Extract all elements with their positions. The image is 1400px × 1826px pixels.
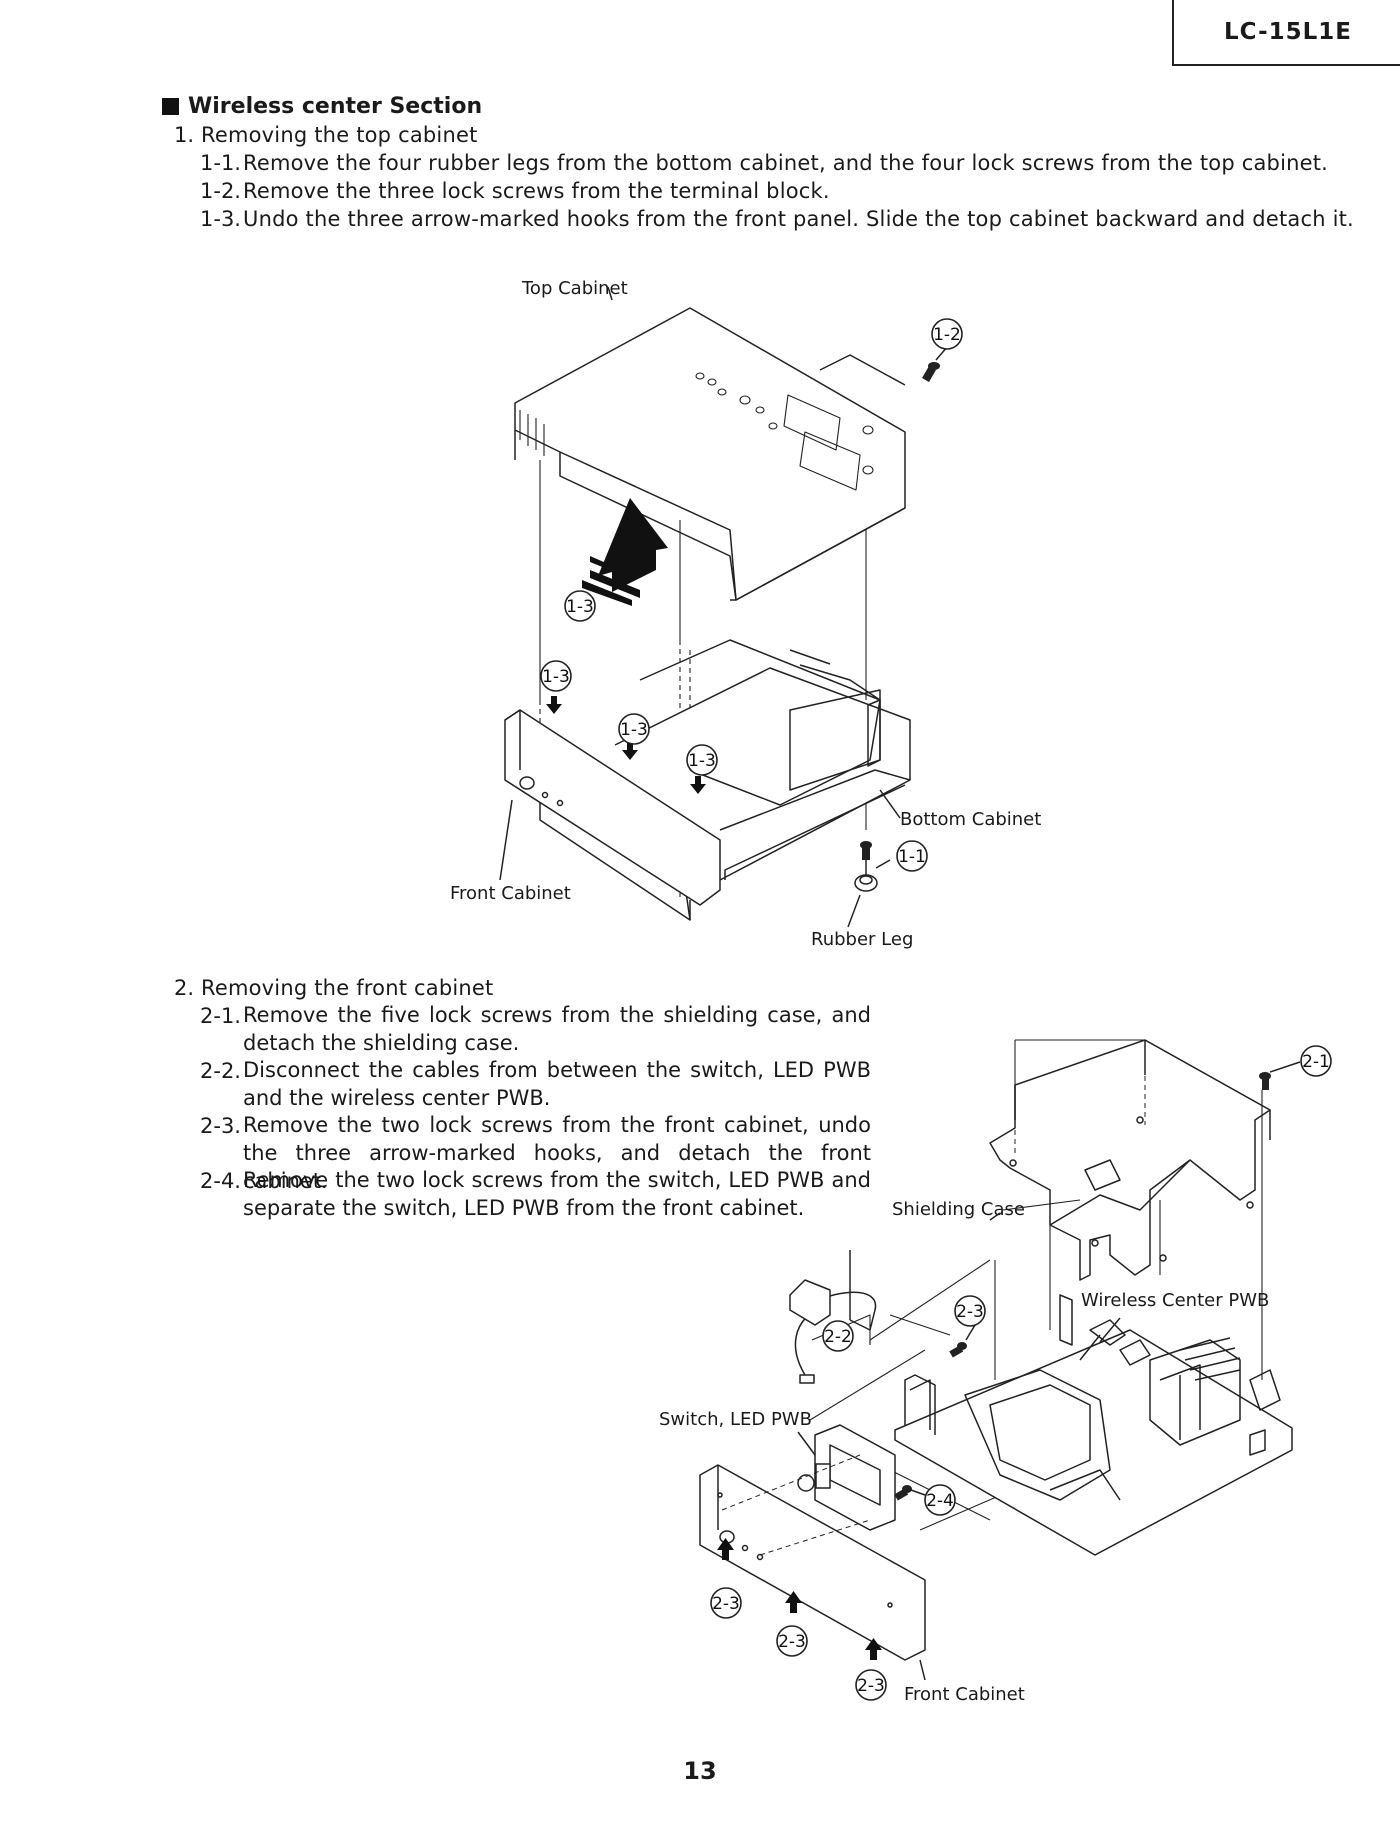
svg-text:1-2: 1-2 xyxy=(933,325,961,345)
label-front-cabinet-1: Front Cabinet xyxy=(450,883,571,904)
callout-1-3-a: 1-3 xyxy=(564,590,596,622)
label-front-cabinet-2: Front Cabinet xyxy=(904,1684,1025,1705)
label-wireless-center-pwb: Wireless Center PWB xyxy=(1081,1290,1270,1311)
callout-1-1: 1-1 xyxy=(896,840,928,872)
model-number: LC-15L1E xyxy=(1224,19,1352,45)
step1-2-text: Remove the three lock screws from the te… xyxy=(243,179,830,203)
label-rubber-leg: Rubber Leg xyxy=(811,929,914,950)
step2-1-number: 2-1. xyxy=(200,1004,241,1028)
screw-icon-1-2 xyxy=(922,362,940,383)
step2-3-number: 2-3. xyxy=(200,1114,241,1138)
top-cabinet-drawing xyxy=(514,286,906,601)
step2-4-number: 2-4. xyxy=(200,1169,241,1193)
rubber-leg-icon xyxy=(854,860,878,892)
step2-3-text: Remove the two lock screws from the fron… xyxy=(243,1113,871,1193)
slide-direction-arrow-icon xyxy=(582,498,668,606)
model-number-box: LC-15L1E xyxy=(1172,0,1400,66)
step2-number: 2. xyxy=(174,976,195,1000)
front-cabinet-drawing xyxy=(499,709,721,906)
step2-2-text: Disconnect the cables from between the s… xyxy=(243,1058,871,1110)
callout-1-3-c: 1-3 xyxy=(618,713,650,745)
svg-text:1-1: 1-1 xyxy=(898,847,926,867)
step1-2-number: 1-2. xyxy=(200,179,241,203)
bullet-square-icon xyxy=(162,98,179,115)
svg-text:1-3: 1-3 xyxy=(688,751,716,771)
svg-text:1-3: 1-3 xyxy=(566,597,594,617)
screw-icon-1-1 xyxy=(860,841,872,860)
step1-number: 1. xyxy=(174,123,195,147)
step1-3-number: 1-3. xyxy=(200,207,241,231)
section-title: Wireless center Section xyxy=(162,94,482,119)
step1-heading: Removing the top cabinet xyxy=(201,123,478,147)
label-switch-led-pwb: Switch, LED PWB xyxy=(659,1409,812,1430)
step2-1-text: Remove the five lock screws from the shi… xyxy=(243,1003,871,1055)
callout-1-3-b: 1-3 xyxy=(540,660,572,692)
step2-heading: Removing the front cabinet xyxy=(201,976,494,1000)
label-top-cabinet: Top Cabinet xyxy=(522,278,628,299)
svg-text:1-3: 1-3 xyxy=(620,720,648,740)
step2-2-number: 2-2. xyxy=(200,1059,241,1083)
step1-1-text: Remove the four rubber legs from the bot… xyxy=(243,151,1329,175)
step1-1-number: 1-1. xyxy=(200,151,241,175)
page-number: 13 xyxy=(683,1757,717,1785)
callout-1-3-d: 1-3 xyxy=(686,744,718,776)
step1-3-text: Undo the three arrow-marked hooks from t… xyxy=(243,207,1354,231)
section-title-text: Wireless center Section xyxy=(188,94,483,119)
callout-1-2: 1-2 xyxy=(931,318,963,350)
step2-4-text: Remove the two lock screws from the swit… xyxy=(243,1168,871,1220)
svg-text:1-3: 1-3 xyxy=(542,667,570,687)
label-bottom-cabinet: Bottom Cabinet xyxy=(900,809,1042,830)
